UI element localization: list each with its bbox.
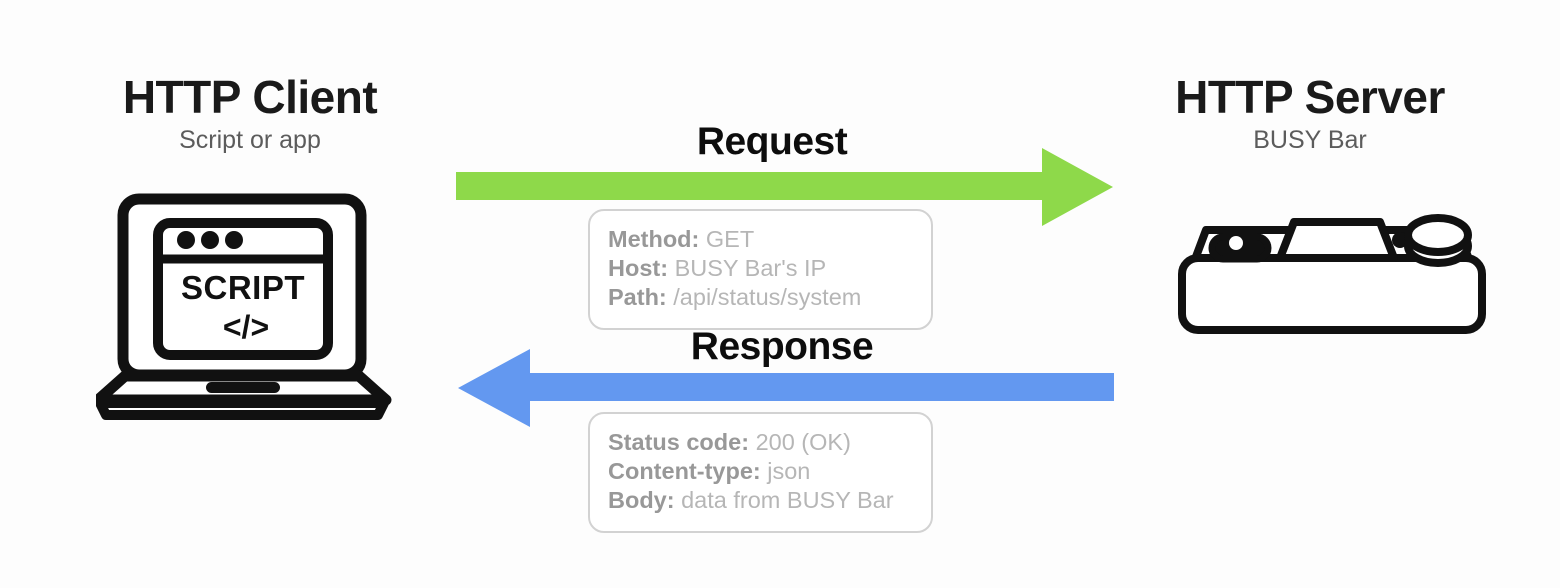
request-arrow-icon — [450, 140, 1120, 240]
response-detail-value: json — [767, 458, 811, 484]
client-subtitle: Script or app — [179, 126, 321, 154]
request-label: Request — [696, 120, 848, 163]
response-detail-row: Body: data from BUSY Bar — [608, 486, 913, 515]
response-detail-key: Status code: — [608, 429, 750, 455]
window-dot-icon — [201, 231, 219, 249]
response-detail-value: data from BUSY Bar — [681, 487, 894, 513]
request-detail-key: Path: — [608, 284, 667, 310]
request-detail-value: BUSY Bar's IP — [674, 255, 827, 281]
request-detail-row: Path: /api/status/system — [608, 283, 913, 312]
laptop-touchpad — [206, 382, 280, 393]
device-indicator-dot-icon — [1392, 232, 1408, 248]
response-detail-key: Content-type: — [608, 458, 761, 484]
request-details-box: Method: GET Host: BUSY Bar's IP Path: /a… — [588, 209, 933, 330]
client-title: HTTP Client — [122, 71, 378, 123]
device-display-panel — [1276, 218, 1398, 262]
request-detail-key: Host: — [608, 255, 669, 281]
response-arrow-icon — [450, 343, 1125, 443]
laptop-front-edge — [95, 398, 389, 420]
window-dot-icon — [177, 231, 195, 249]
request-detail-key: Method: — [608, 226, 700, 252]
laptop-icon: SCRIPT </> — [92, 193, 406, 430]
server-title: HTTP Server — [1175, 71, 1445, 123]
request-detail-value: GET — [705, 226, 755, 252]
response-detail-key: Body: — [608, 487, 675, 513]
busy-bar-device-icon — [1172, 206, 1492, 341]
response-label: Response — [690, 325, 874, 368]
request-detail-row: Method: GET — [608, 225, 913, 254]
request-arrow-shape — [456, 148, 1113, 226]
request-detail-row: Host: BUSY Bar's IP — [608, 254, 913, 283]
server-subtitle: BUSY Bar — [1253, 126, 1367, 154]
laptop-screen-code-glyph: </> — [223, 309, 269, 345]
response-details-box: Status code: 200 (OK) Content-type: json… — [588, 412, 933, 533]
window-dot-icon — [225, 231, 243, 249]
response-detail-row: Status code: 200 (OK) — [608, 428, 913, 457]
request-detail-value: /api/status/system — [673, 284, 862, 310]
response-detail-value: 200 (OK) — [755, 429, 851, 455]
device-knob-top — [1404, 214, 1472, 256]
laptop-screen-script-text: SCRIPT — [181, 269, 305, 306]
response-arrow-shape — [458, 349, 1114, 427]
device-body — [1178, 254, 1486, 334]
device-slider-knob-icon — [1229, 236, 1243, 250]
response-detail-row: Content-type: json — [608, 457, 913, 486]
